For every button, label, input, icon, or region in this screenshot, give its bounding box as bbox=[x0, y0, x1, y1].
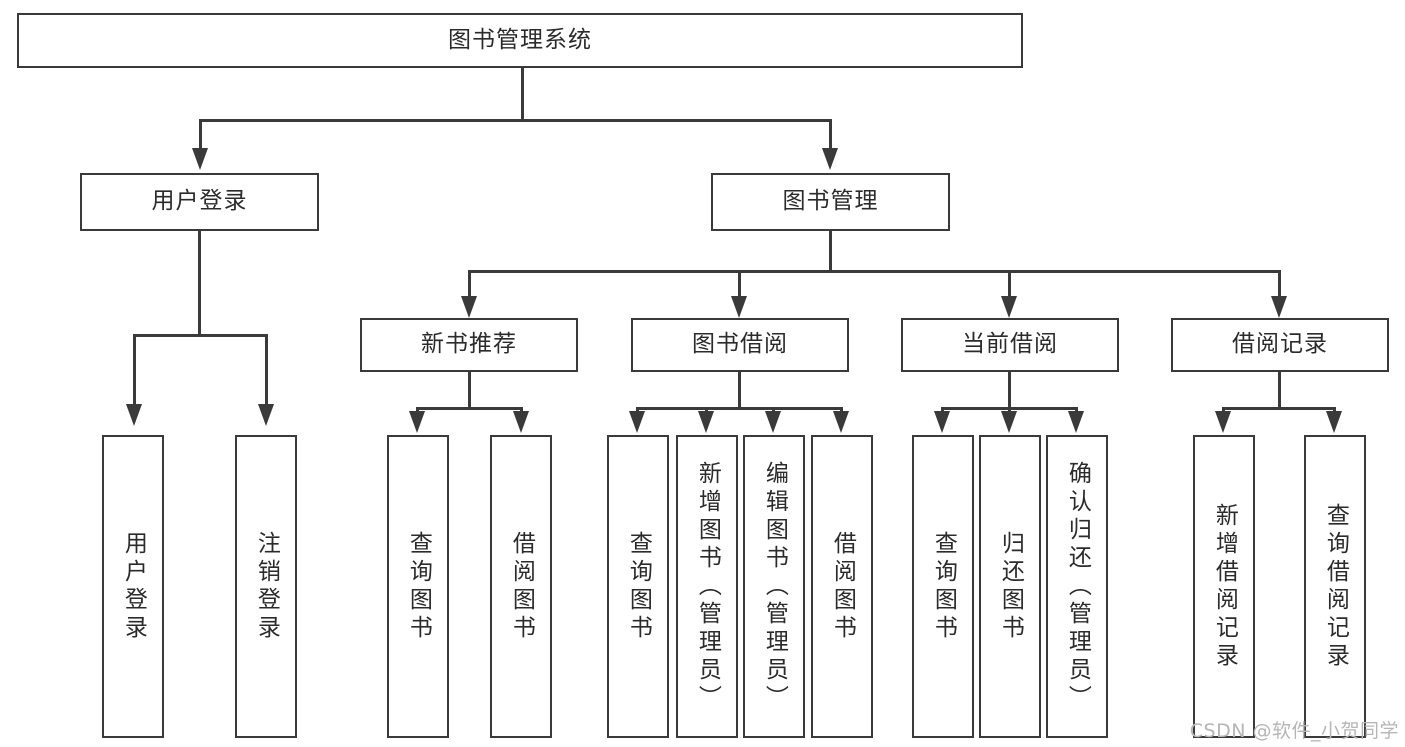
connector-current-borrow-trunk bbox=[1008, 372, 1011, 410]
node-leaf-query-book-1[interactable]: 查询图书 bbox=[387, 435, 449, 738]
node-user-login[interactable]: 用户登录 bbox=[80, 173, 319, 231]
connector-root-to-book-manage bbox=[829, 119, 832, 152]
node-leaf-edit-book[interactable]: 编辑图书（管理员） bbox=[743, 435, 805, 738]
connector-borrow-record-bar bbox=[1222, 407, 1336, 410]
connector-root-to-user-login bbox=[199, 119, 202, 152]
node-leaf-query-book-2[interactable]: 查询图书 bbox=[607, 435, 669, 738]
arrowhead-root-to-book-manage bbox=[822, 148, 838, 170]
node-leaf-add-book[interactable]: 新增图书（管理员） bbox=[676, 435, 738, 738]
connector-book-manage-to-borrow-record bbox=[1278, 270, 1281, 298]
node-label: 查询图书 bbox=[930, 530, 957, 643]
node-new-book-recommend[interactable]: 新书推荐 bbox=[360, 318, 578, 372]
node-label: 确认归还（管理员） bbox=[1064, 460, 1091, 713]
connector-book-manage-bar bbox=[468, 270, 1281, 273]
connector-new-book-recommend-trunk bbox=[468, 372, 471, 410]
node-label: 新增图书（管理员） bbox=[694, 460, 721, 713]
arrowhead-bb-leaf-1 bbox=[698, 411, 714, 433]
node-label: 当前借阅 bbox=[962, 331, 1058, 358]
arrowhead-user-login-leaf-1 bbox=[258, 404, 274, 426]
connector-user-login-bar bbox=[133, 334, 267, 337]
arrowhead-book-borrow bbox=[731, 296, 747, 318]
connector-root-bar bbox=[199, 119, 832, 122]
arrowhead-root-to-user-login bbox=[192, 148, 208, 170]
node-leaf-borrow-book-1[interactable]: 借阅图书 bbox=[490, 435, 552, 738]
node-current-borrow[interactable]: 当前借阅 bbox=[901, 318, 1119, 372]
arrowhead-borrow-record bbox=[1271, 296, 1287, 318]
node-label: 归还图书 bbox=[997, 530, 1024, 643]
node-label: 查询图书 bbox=[405, 530, 432, 643]
connector-user-login-to-leaf-0 bbox=[133, 334, 136, 406]
node-leaf-confirm-return[interactable]: 确认归还（管理员） bbox=[1046, 435, 1108, 738]
arrowhead-nbr-leaf-1 bbox=[513, 411, 529, 433]
connector-user-login-trunk bbox=[198, 231, 201, 336]
arrowhead-bb-leaf-0 bbox=[629, 411, 645, 433]
node-book-borrow[interactable]: 图书借阅 bbox=[631, 318, 849, 372]
node-label: 图书借阅 bbox=[692, 331, 788, 358]
node-label: 新书推荐 bbox=[421, 331, 517, 358]
node-leaf-logout-login[interactable]: 注销登录 bbox=[235, 435, 297, 738]
node-label: 用户登录 bbox=[120, 530, 147, 643]
arrowhead-cb-leaf-1 bbox=[1001, 411, 1017, 433]
node-book-manage[interactable]: 图书管理 bbox=[711, 173, 950, 231]
arrowhead-cb-leaf-0 bbox=[934, 411, 950, 433]
arrowhead-br-leaf-0 bbox=[1215, 411, 1231, 433]
node-label: 借阅图书 bbox=[829, 530, 856, 643]
arrowhead-nbr-leaf-0 bbox=[409, 411, 425, 433]
node-label: 借阅图书 bbox=[508, 530, 535, 643]
arrowhead-cb-leaf-2 bbox=[1068, 411, 1084, 433]
connector-book-manage-trunk bbox=[829, 231, 832, 272]
arrowhead-new-book-recommend bbox=[461, 296, 477, 318]
arrowhead-br-leaf-1 bbox=[1326, 411, 1342, 433]
node-label: 用户登录 bbox=[151, 188, 248, 215]
node-label: 注销登录 bbox=[253, 530, 280, 643]
arrowhead-bb-leaf-2 bbox=[765, 411, 781, 433]
connector-book-manage-to-current-borrow bbox=[1008, 270, 1011, 298]
node-label: 新增借阅记录 bbox=[1211, 502, 1238, 671]
connector-root-trunk bbox=[521, 68, 524, 121]
arrowhead-current-borrow bbox=[1001, 296, 1017, 318]
node-label: 查询图书 bbox=[625, 530, 652, 643]
arrowhead-user-login-leaf-0 bbox=[126, 404, 142, 426]
node-root-book-management-system[interactable]: 图书管理系统 bbox=[17, 13, 1023, 68]
connector-book-manage-to-book-borrow bbox=[738, 270, 741, 298]
node-label: 借阅记录 bbox=[1232, 331, 1328, 358]
node-leaf-add-record[interactable]: 新增借阅记录 bbox=[1193, 435, 1255, 738]
node-label: 编辑图书（管理员） bbox=[761, 460, 788, 713]
connector-new-book-recommend-bar bbox=[416, 407, 523, 410]
connector-book-borrow-trunk bbox=[738, 372, 741, 410]
node-leaf-query-book-3[interactable]: 查询图书 bbox=[912, 435, 974, 738]
node-leaf-user-login[interactable]: 用户登录 bbox=[102, 435, 164, 738]
connector-borrow-record-trunk bbox=[1278, 372, 1281, 410]
arrowhead-bb-leaf-3 bbox=[833, 411, 849, 433]
connector-user-login-to-leaf-1 bbox=[265, 334, 268, 406]
node-leaf-return-book[interactable]: 归还图书 bbox=[979, 435, 1041, 738]
node-label: 图书管理 bbox=[782, 188, 879, 215]
connector-book-borrow-bar bbox=[636, 407, 843, 410]
node-label: 查询借阅记录 bbox=[1322, 502, 1349, 671]
node-leaf-query-record[interactable]: 查询借阅记录 bbox=[1304, 435, 1366, 738]
node-borrow-record[interactable]: 借阅记录 bbox=[1171, 318, 1389, 372]
node-label: 图书管理系统 bbox=[448, 26, 592, 53]
node-leaf-borrow-book-2[interactable]: 借阅图书 bbox=[811, 435, 873, 738]
connector-book-manage-to-new-book-recommend bbox=[468, 270, 471, 298]
